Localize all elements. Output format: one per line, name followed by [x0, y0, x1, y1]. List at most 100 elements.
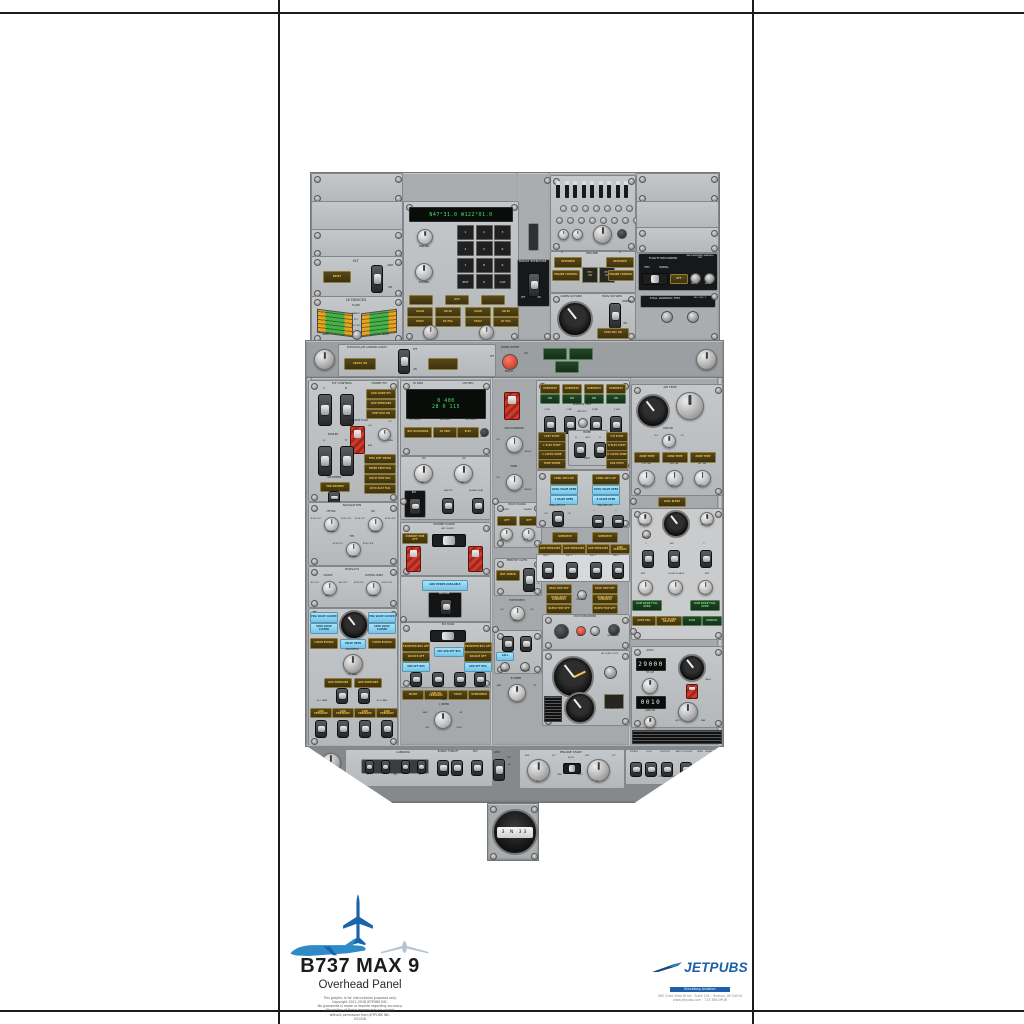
wheel-well-light-switch[interactable]: [710, 762, 722, 777]
flt-control-b-switch[interactable]: [340, 394, 354, 426]
flight-recorder-switch[interactable]: [642, 273, 668, 285]
latch-left[interactable]: [321, 753, 341, 773]
runway-turnoff-right-switch[interactable]: [451, 760, 463, 776]
alt-horn-cutout-button[interactable]: [604, 666, 617, 679]
elevator-jam-assist-switch[interactable]: [398, 349, 410, 374]
ctr-left-fuel-pump-switch[interactable]: [336, 688, 348, 704]
cab-util-power-switch[interactable]: [442, 498, 454, 514]
circuit-breaker-switch[interactable]: [573, 181, 577, 198]
air-temp-source-selector[interactable]: [676, 392, 704, 420]
window-heat-l-side-switch[interactable]: [544, 416, 556, 434]
flt-control-a-switch[interactable]: [318, 394, 332, 426]
cvr-erase-button[interactable]: [576, 626, 586, 636]
trip-reset-button[interactable]: [577, 590, 587, 600]
left-pack-switch[interactable]: [638, 580, 653, 595]
keypad-key[interactable]: 3: [494, 225, 511, 240]
left-recirc-fan-switch[interactable]: [638, 512, 652, 526]
right-recirc-fan-switch[interactable]: [700, 512, 714, 526]
irs-transfer-switch[interactable]: [368, 517, 383, 532]
elec-2-hyd-pump-switch[interactable]: [566, 562, 578, 579]
cb-test-selector[interactable]: [593, 225, 612, 244]
right-pack-switch[interactable]: [698, 580, 713, 595]
eng-2-hyd-pump-switch[interactable]: [612, 562, 624, 579]
anti-collision-light-switch[interactable]: [680, 762, 692, 777]
le-devices-test-button[interactable]: [352, 330, 362, 340]
keypad-key[interactable]: CLR: [494, 274, 511, 289]
mach-warning-test-1-button[interactable]: [690, 273, 701, 284]
dome-white-light-switch[interactable]: [502, 354, 518, 370]
keypad-key[interactable]: 1: [457, 225, 474, 240]
engine-1-start-selector[interactable]: [527, 759, 550, 782]
call-switch-1[interactable]: [502, 636, 514, 652]
isolation-valve-switch[interactable]: [668, 580, 683, 595]
circuit-breaker-switch[interactable]: [556, 181, 560, 198]
engine-2-start-selector[interactable]: [587, 759, 610, 782]
elt-switch[interactable]: [371, 265, 383, 293]
ground-call-button[interactable]: [520, 662, 530, 672]
equip-cooling-exhaust-switch[interactable]: [522, 528, 535, 541]
keypad-key[interactable]: 5: [475, 241, 493, 257]
fwd-fuel-pump-2-switch[interactable]: [359, 720, 371, 738]
apu-gen-2-switch[interactable]: [454, 672, 466, 687]
keypad-key[interactable]: 7: [457, 257, 474, 273]
panel-latch-right[interactable]: [696, 349, 717, 370]
cvr-headphone-jack[interactable]: [608, 624, 620, 636]
circuit-breaker-switch[interactable]: [581, 181, 586, 198]
probe-heat-b-switch[interactable]: [594, 442, 606, 458]
aft-fuel-pump-1-switch[interactable]: [337, 720, 349, 738]
attend-call-button[interactable]: [500, 662, 510, 672]
battery-switch[interactable]: [409, 498, 421, 515]
keypad-key[interactable]: 8: [475, 257, 493, 273]
displays-control-panel-selector[interactable]: [366, 581, 381, 596]
dc-meters-selector[interactable]: [414, 464, 433, 483]
pass-oxygen-switch[interactable]: [609, 303, 621, 329]
emer-exit-lights-switch[interactable]: [523, 568, 535, 592]
drive-disconnect-1-switch[interactable]: [406, 546, 421, 572]
trim-air-switch[interactable]: [662, 434, 676, 448]
ife-pass-seat-power-switch[interactable]: [472, 498, 484, 514]
apu-gen-1-switch[interactable]: [432, 672, 444, 687]
apu-switch[interactable]: [493, 759, 505, 781]
rotary-knob[interactable]: [558, 229, 569, 240]
taxi-light-switch[interactable]: [471, 760, 483, 776]
keypad-key[interactable]: ENT: [457, 274, 474, 289]
circuit-breaker-switch[interactable]: [590, 181, 594, 198]
stall-warning-test-1-button[interactable]: [661, 311, 673, 323]
probe-heat-a-switch[interactable]: [574, 442, 586, 458]
alternate-flaps-position-switch[interactable]: [378, 428, 391, 441]
landing-light-right-switch[interactable]: [401, 760, 410, 774]
eng-1-bleed-switch[interactable]: [642, 550, 654, 568]
landing-light-retract-right-switch[interactable]: [417, 760, 426, 774]
call-switch-2[interactable]: [520, 636, 532, 652]
overhead-circuit-breakers[interactable]: [556, 181, 628, 198]
circuit-breaker-switch[interactable]: [598, 181, 603, 198]
guarded-override-switch[interactable]: [504, 392, 520, 420]
crossfeed-selector[interactable]: [343, 654, 363, 674]
keypad-key[interactable]: 4: [457, 241, 474, 257]
window-heat-test-switch[interactable]: [578, 418, 588, 428]
eng-1-anti-ice-switch[interactable]: [592, 515, 604, 528]
wing-light-switch[interactable]: [697, 762, 709, 777]
drive-disconnect-2-switch[interactable]: [468, 546, 483, 572]
gen-2-switch[interactable]: [474, 672, 486, 687]
displays-source-selector[interactable]: [322, 581, 337, 596]
circuit-breaker-switch[interactable]: [607, 181, 611, 198]
ac-meters-selector[interactable]: [454, 464, 473, 483]
sterile-light-switch[interactable]: [630, 762, 642, 777]
vhf-nav-transfer-switch[interactable]: [324, 517, 339, 532]
aft-cab-temp-selector[interactable]: [694, 470, 711, 487]
irs-left-mode-selector[interactable]: [423, 325, 438, 340]
mach-warning-test-2-button[interactable]: [704, 273, 715, 284]
equip-cooling-supply-switch[interactable]: [500, 528, 513, 541]
landing-light-retract-left-switch[interactable]: [365, 760, 374, 774]
spoiler-b-switch[interactable]: [340, 446, 354, 476]
panel-lights-knob[interactable]: [506, 474, 523, 491]
aft-fuel-pump-2-switch[interactable]: [381, 720, 393, 738]
irs-right-mode-selector[interactable]: [479, 325, 494, 340]
landing-altitude-selector[interactable]: [644, 716, 656, 728]
keypad-key[interactable]: 0: [475, 274, 493, 289]
landing-light-left-switch[interactable]: [381, 760, 390, 774]
eec-1-switch[interactable]: EEC ON: [582, 267, 598, 283]
apu-bleed-switch[interactable]: [668, 550, 680, 568]
circuit-breaker-switch[interactable]: [615, 181, 620, 198]
